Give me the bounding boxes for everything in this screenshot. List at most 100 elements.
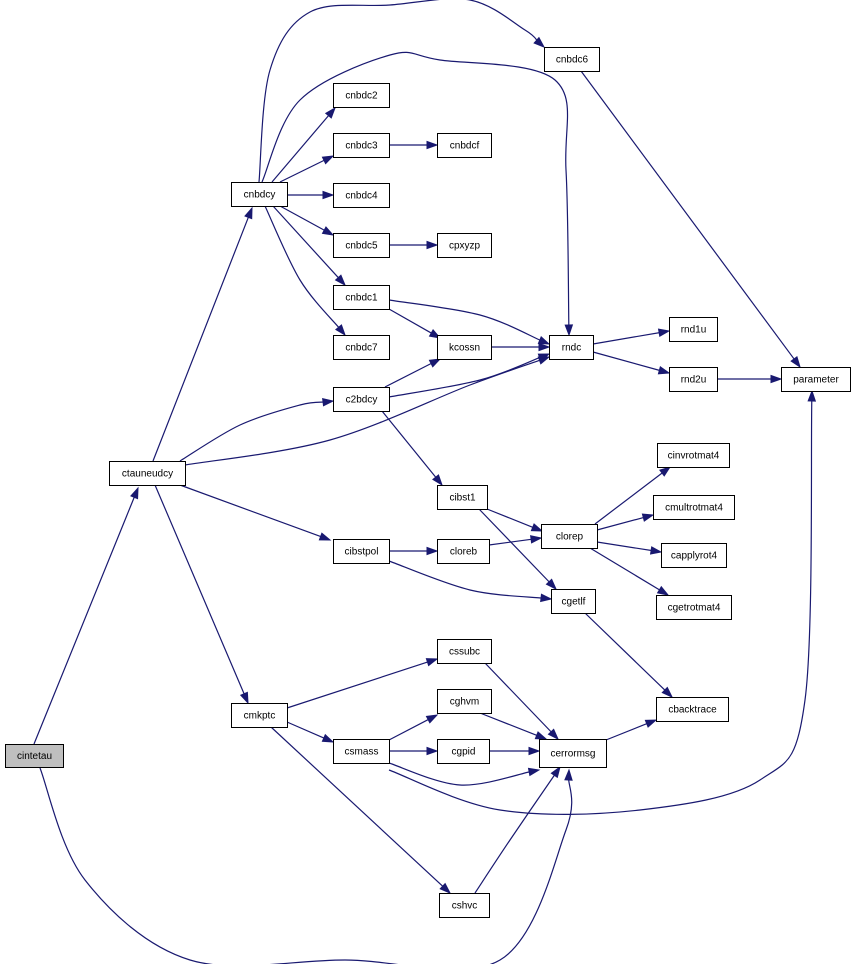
node-cintetau[interactable]: cintetau [5, 744, 64, 768]
edge-cshvc-to-cerrormsg [474, 765, 561, 894]
node-cnbdc4[interactable]: cnbdc4 [333, 183, 390, 208]
node-box[interactable] [437, 639, 492, 664]
node-capplyrot4[interactable]: capplyrot4 [661, 543, 727, 568]
node-box[interactable] [541, 524, 598, 549]
node-box[interactable] [657, 443, 730, 468]
edge-line [154, 484, 246, 696]
node-csmass[interactable]: csmass [333, 739, 390, 764]
arrowhead-icon [130, 486, 139, 500]
node-box[interactable] [333, 335, 390, 360]
node-rnd1u[interactable]: rnd1u [669, 317, 718, 342]
node-cgetlf[interactable]: cgetlf [551, 589, 596, 614]
edge-line [261, 51, 570, 328]
node-box[interactable] [231, 703, 288, 728]
node-box[interactable] [333, 233, 390, 258]
edge-ctauneudcy-to-c2bdcy [179, 397, 335, 462]
node-box[interactable] [539, 739, 607, 768]
node-box[interactable] [669, 317, 718, 342]
node-cnbdc1[interactable]: cnbdc1 [333, 285, 390, 310]
node-label: cibst1 [449, 493, 476, 504]
node-cnbdc3[interactable]: cnbdc3 [333, 133, 390, 158]
node-cibst1[interactable]: cibst1 [437, 485, 488, 510]
node-cbacktrace[interactable]: cbacktrace [656, 697, 729, 722]
node-box[interactable] [656, 595, 732, 620]
arrowhead-icon [533, 36, 546, 48]
node-box[interactable] [437, 485, 488, 510]
node-box[interactable] [437, 133, 492, 158]
node-cmkptc[interactable]: cmkptc [231, 703, 288, 728]
edge-ctauneudcy-to-cibstpol [179, 484, 332, 541]
arrowhead-icon [656, 585, 670, 596]
node-box[interactable] [333, 739, 390, 764]
node-box[interactable] [333, 387, 390, 412]
node-cnbdc5[interactable]: cnbdc5 [333, 233, 390, 258]
node-rnd2u[interactable]: rnd2u [669, 367, 718, 392]
node-rndc[interactable]: rndc [549, 335, 594, 360]
node-box[interactable] [231, 182, 288, 207]
node-cmultrotmat4[interactable]: cmultrotmat4 [653, 495, 735, 520]
arrowhead-icon [770, 374, 783, 384]
node-clorep[interactable]: clorep [541, 524, 598, 549]
arrowhead-icon [545, 578, 558, 591]
node-ctauneudcy[interactable]: ctauneudcy [109, 461, 186, 486]
node-cgetrotmat4[interactable]: cgetrotmat4 [656, 595, 732, 620]
node-cnbdc6[interactable]: cnbdc6 [544, 47, 600, 72]
edge-cibst1-to-cgetlf [478, 508, 558, 591]
node-label: cghvm [450, 697, 479, 708]
edge-line [484, 662, 553, 734]
node-cnbdc2[interactable]: cnbdc2 [333, 83, 390, 108]
node-label: parameter [793, 375, 839, 386]
node-cibstpol[interactable]: cibstpol [333, 539, 390, 564]
edge-kcossn-to-rndc [491, 342, 551, 352]
node-box[interactable] [333, 183, 390, 208]
node-cnbdc7[interactable]: cnbdc7 [333, 335, 390, 360]
edge-line [580, 70, 796, 361]
node-box[interactable] [661, 543, 727, 568]
edge-c2bdcy-to-cibst1 [381, 410, 443, 487]
node-box[interactable] [437, 739, 490, 764]
node-cssubc[interactable]: cssubc [437, 639, 492, 664]
edge-cintetau-to-cerrormsg [39, 767, 573, 964]
node-cnbdcy[interactable]: cnbdcy [231, 182, 288, 207]
edge-cnbdc1-to-rndc [388, 299, 551, 345]
node-box[interactable] [5, 744, 64, 768]
node-cghvm[interactable]: cghvm [437, 689, 492, 714]
node-box[interactable] [544, 47, 600, 72]
node-cloreb[interactable]: cloreb [437, 539, 490, 564]
node-label: c2bdcy [346, 395, 378, 406]
edge-cibst1-to-clorep [486, 508, 544, 532]
node-box[interactable] [333, 133, 390, 158]
edge-line [589, 547, 662, 592]
node-box[interactable] [653, 495, 735, 520]
node-parameter[interactable]: parameter [781, 367, 851, 392]
edge-cmkptc-to-cshvc [270, 726, 452, 895]
node-box[interactable] [109, 461, 186, 486]
node-cinvrotmat4[interactable]: cinvrotmat4 [657, 443, 730, 468]
node-cpxyzp[interactable]: cpxyzp [437, 233, 492, 258]
node-box[interactable] [439, 893, 490, 918]
node-c2bdcy[interactable]: c2bdcy [333, 387, 390, 412]
node-box[interactable] [781, 367, 851, 392]
node-box[interactable] [549, 335, 594, 360]
node-box[interactable] [437, 335, 492, 360]
node-box[interactable] [333, 83, 390, 108]
node-box[interactable] [669, 367, 718, 392]
node-cerrormsg[interactable]: cerrormsg [539, 739, 607, 768]
node-box[interactable] [437, 689, 492, 714]
node-kcossn[interactable]: kcossn [437, 335, 492, 360]
node-label: cnbdcf [450, 141, 480, 152]
node-label: cerrormsg [550, 749, 595, 760]
edge-line [39, 767, 573, 964]
edge-clorep-to-cmultrotmat4 [596, 513, 655, 531]
node-box[interactable] [333, 539, 390, 564]
node-cgpid[interactable]: cgpid [437, 739, 490, 764]
edge-clorep-to-capplyrot4 [596, 541, 663, 555]
node-box[interactable] [656, 697, 729, 722]
node-box[interactable] [551, 589, 596, 614]
node-box[interactable] [437, 539, 490, 564]
node-box[interactable] [437, 233, 492, 258]
node-box[interactable] [333, 285, 390, 310]
node-cnbdcf[interactable]: cnbdcf [437, 133, 492, 158]
node-cshvc[interactable]: cshvc [439, 893, 490, 918]
edge-line [272, 205, 341, 280]
